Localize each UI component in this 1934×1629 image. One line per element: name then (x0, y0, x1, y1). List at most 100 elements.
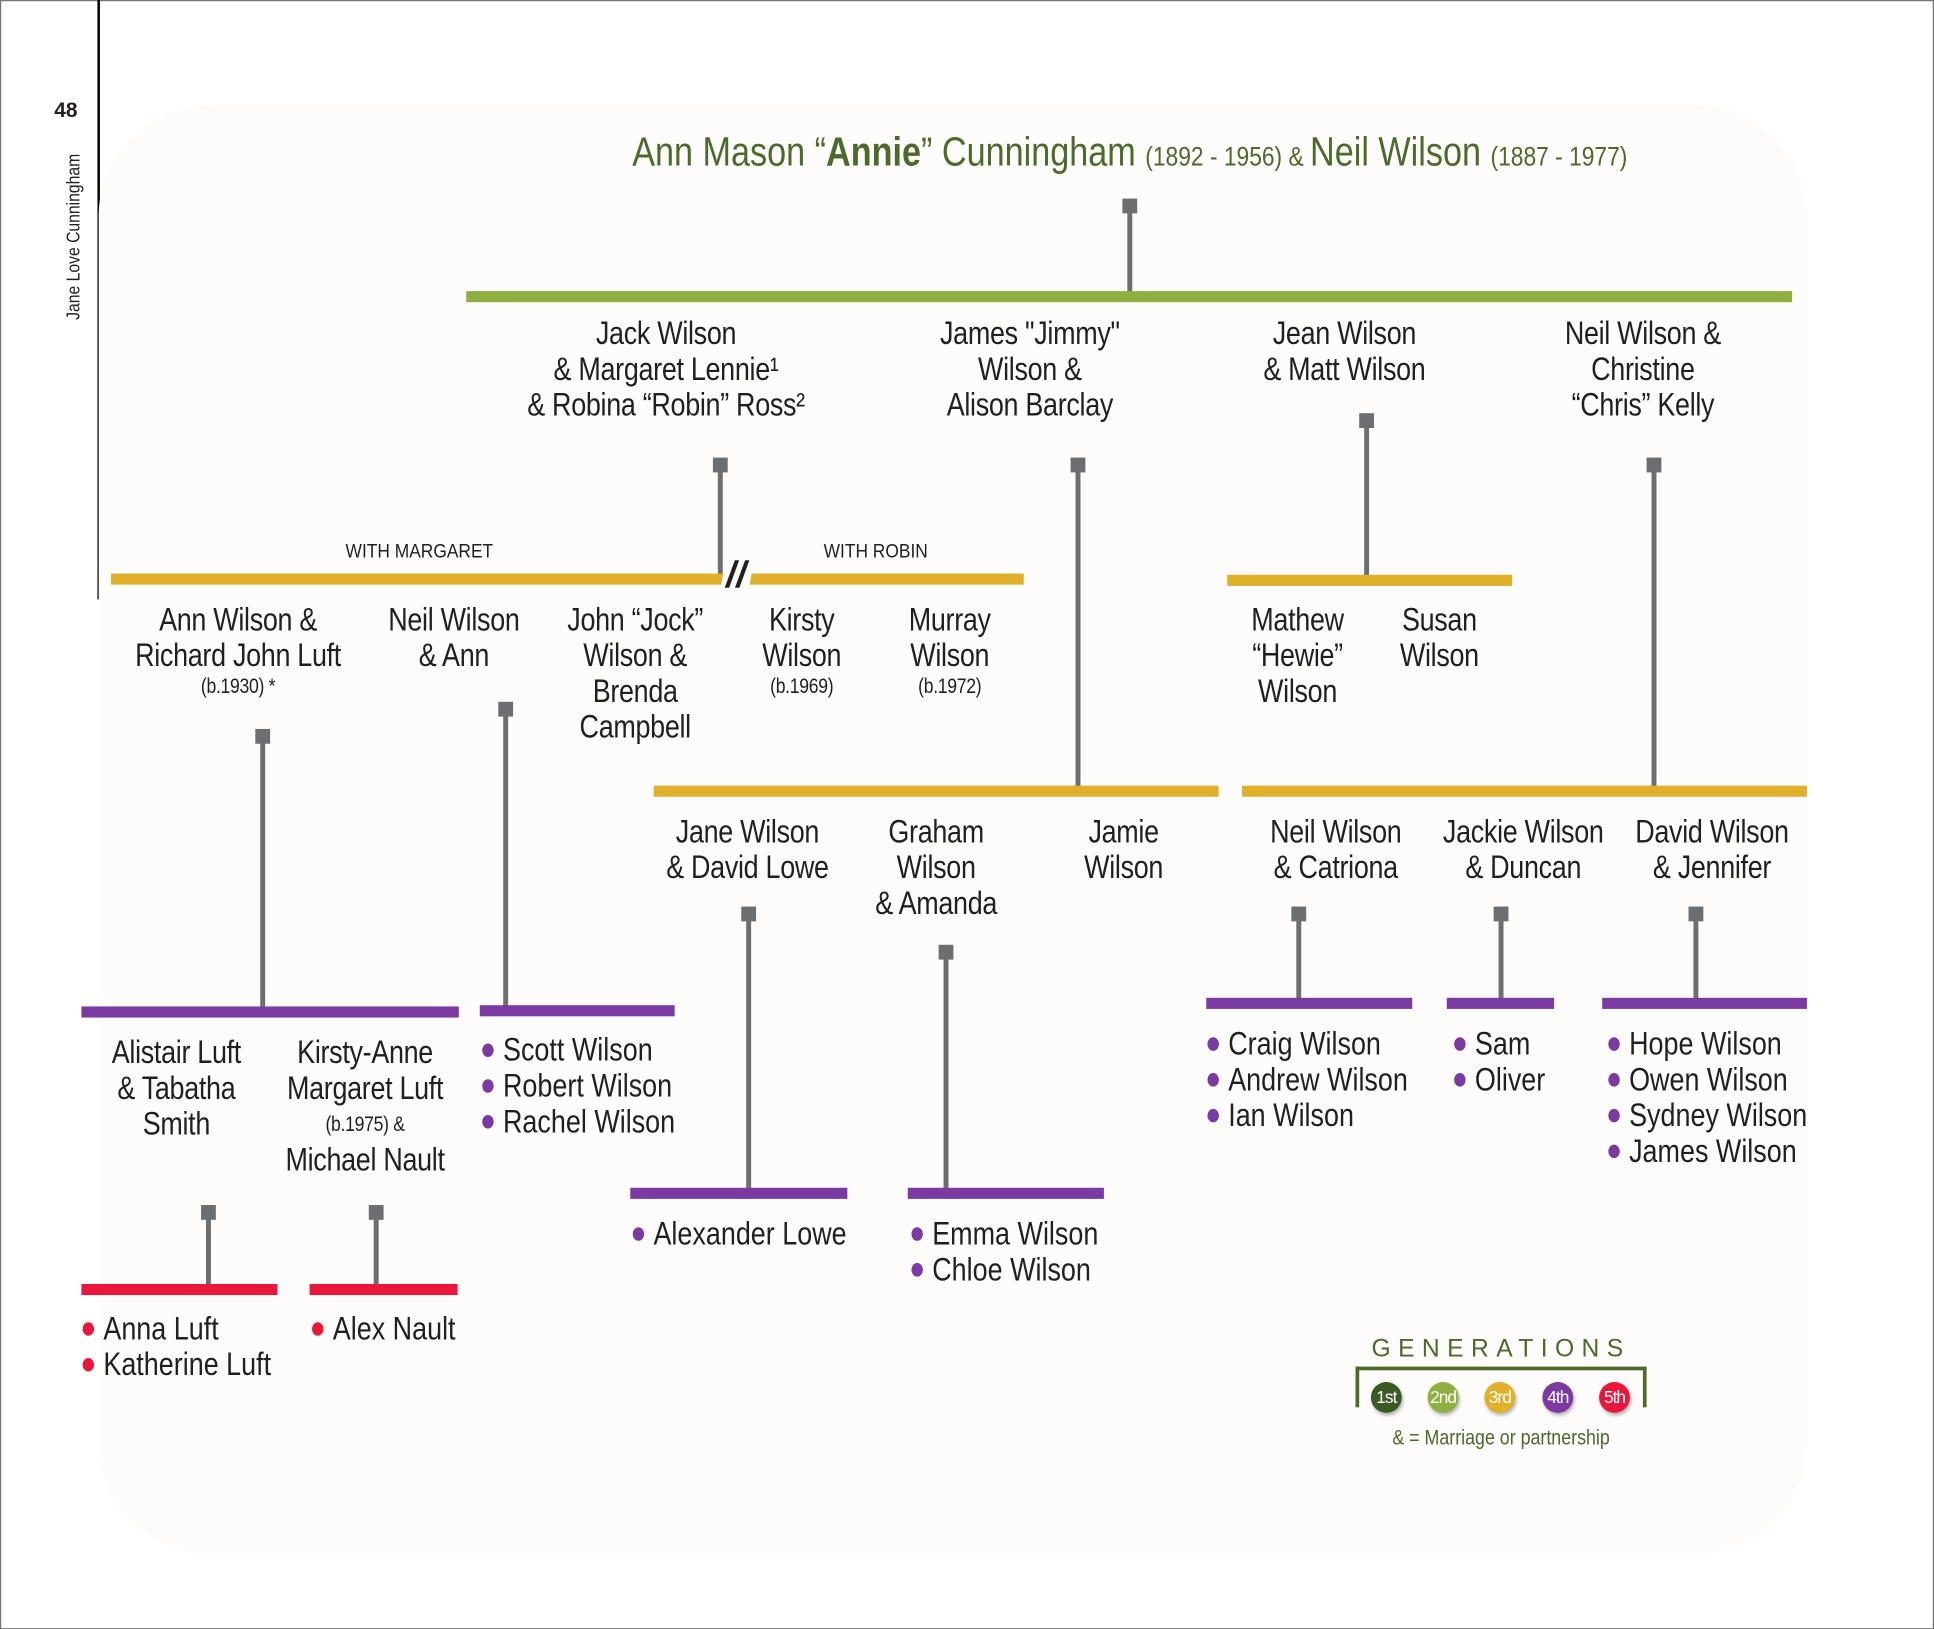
name-line: Jack Wilson (595, 314, 737, 352)
connector-line (943, 952, 949, 1191)
list-item: Ian Wilson (1207, 1096, 1407, 1134)
name-line: & Ann (418, 636, 490, 674)
name-line: Christine (1591, 350, 1695, 388)
children-list-kirsty-anne: Alex Nault (312, 1309, 456, 1347)
connector-line (1075, 464, 1081, 789)
name-line: Graham (888, 812, 984, 850)
list-item: Owen Wilson (1608, 1061, 1807, 1098)
title-spouse: Neil Wilson (1310, 128, 1482, 174)
connector-line (1364, 420, 1370, 576)
legend-gen5: 5th (1599, 1382, 1630, 1413)
name-line: Wilson (910, 636, 990, 674)
name-line: & Amanda (875, 884, 998, 922)
name-line: David Wilson (1635, 812, 1789, 850)
name-line: Neil Wilson (388, 600, 520, 638)
title-name-post: ” Cunningham (921, 128, 1136, 174)
connector-line (503, 709, 509, 1007)
gen4-bar-jackie (1446, 997, 1555, 1009)
list-item: Scott Wilson (482, 1032, 675, 1068)
root-couple-title: Ann Mason “Annie” Cunningham (1892 - 195… (632, 128, 1627, 175)
gen4-bar-ann (81, 1006, 459, 1018)
name-line: Wilson & (977, 350, 1082, 388)
gen3-bar-james (653, 785, 1219, 797)
title-dates-ann: (1892 - 1956) & (1145, 140, 1311, 172)
person-ann-wilson: Ann Wilson &Richard John Luft(b.1930) * (135, 601, 341, 701)
child-name: Alexander Lowe (653, 1214, 847, 1252)
person-jean-wilson: Jean Wilson& Matt Wilson (1263, 314, 1425, 388)
child-name: Robert Wilson (502, 1066, 673, 1104)
list-item: Alexander Lowe (632, 1214, 847, 1252)
person-jane-wilson: Jane Wilson& David Lowe (666, 812, 829, 886)
children-list-graham: Emma Wilson Chloe Wilson (911, 1216, 1098, 1288)
name-line: Jackie Wilson (1442, 812, 1604, 850)
gen2-bar (466, 291, 1793, 303)
gen3-bar-neil (1242, 785, 1807, 797)
children-list-alistair: Anna Luft Katherine Luft (82, 1310, 272, 1383)
name-line: Kirsty (768, 600, 835, 638)
name-line: “Hewie” (1252, 636, 1343, 674)
list-item: Katherine Luft (82, 1345, 272, 1383)
name-line: Brenda (592, 672, 678, 710)
name-line: Wilson (1084, 848, 1164, 886)
name-line: & Duncan (1465, 848, 1582, 886)
child-name: Alex Nault (332, 1309, 456, 1347)
children-list-neil-catriona: Craig Wilson Andrew Wilson Ian Wilson (1207, 1026, 1408, 1134)
child-name: Rachel Wilson (502, 1102, 676, 1140)
name-line: Wilson (1399, 636, 1479, 674)
connector-line (1693, 913, 1699, 1001)
label-with-margaret: WITH MARGARET (345, 541, 494, 563)
bullet-icon (1608, 1073, 1620, 1087)
name-line: Michael Nault (285, 1140, 445, 1178)
bullet-icon (1207, 1108, 1219, 1123)
chart-panel (98, 104, 1807, 1555)
connector-line (1651, 464, 1657, 789)
gen5-bar-alistair (81, 1283, 278, 1296)
person-jackie-wilson: Jackie Wilson& Duncan (1442, 812, 1604, 886)
child-name: Katherine Luft (103, 1345, 272, 1383)
bullet-icon (482, 1079, 494, 1093)
name-line: Kirsty-Anne (297, 1033, 433, 1071)
name-line: John “Jock” (567, 600, 704, 638)
name-line: Jane Wilson (675, 812, 820, 850)
name-line: & David Lowe (666, 848, 829, 886)
list-item: Oliver (1454, 1061, 1545, 1098)
name-line: & Catriona (1273, 848, 1398, 886)
bullet-icon (1454, 1037, 1466, 1051)
title-name-pre: Ann Mason “ (632, 128, 827, 174)
person-neil-wilson: Neil Wilson &Christine“Chris” Kelly (1564, 314, 1721, 423)
bullet-icon (1608, 1037, 1620, 1051)
name-line: Neil Wilson & (1564, 314, 1721, 352)
gen4-bar-neil-catriona (1206, 997, 1413, 1009)
name-line: (b.1969) (770, 674, 834, 699)
name-line: Smith (142, 1105, 211, 1143)
list-item: Craig Wilson (1207, 1026, 1407, 1062)
gen4-bar-jane (630, 1187, 848, 1199)
running-title: Jane Love Cunningham (63, 153, 85, 320)
children-list-jane: Alexander Lowe (632, 1214, 847, 1252)
connector-node (938, 944, 954, 960)
legend-title: GENERATIONS (1371, 1335, 1631, 1363)
list-item: Hope Wilson (1608, 1026, 1807, 1062)
name-line: Jean Wilson (1272, 314, 1417, 352)
name-line: Alistair Luft (111, 1033, 242, 1071)
child-name: Sam (1474, 1024, 1531, 1062)
children-list-neil-ann: Scott Wilson Robert Wilson Rachel Wilson (482, 1032, 675, 1139)
child-name: Ian Wilson (1228, 1096, 1354, 1134)
connector-line (260, 736, 266, 1009)
gen5-bar-kirsty-anne (309, 1283, 458, 1296)
gen4-bar-david (1602, 997, 1807, 1009)
bullet-icon (1608, 1144, 1620, 1159)
name-line: & Tabatha (117, 1069, 236, 1107)
person-david-wilson: David Wilson& Jennifer (1635, 812, 1789, 886)
name-line: Richard John Luft (135, 636, 341, 674)
connector-line (205, 1212, 211, 1287)
child-name: Craig Wilson (1228, 1024, 1381, 1062)
name-line: & Margaret Lennie¹ (553, 350, 779, 388)
gen3-bar-jack (111, 573, 1024, 585)
